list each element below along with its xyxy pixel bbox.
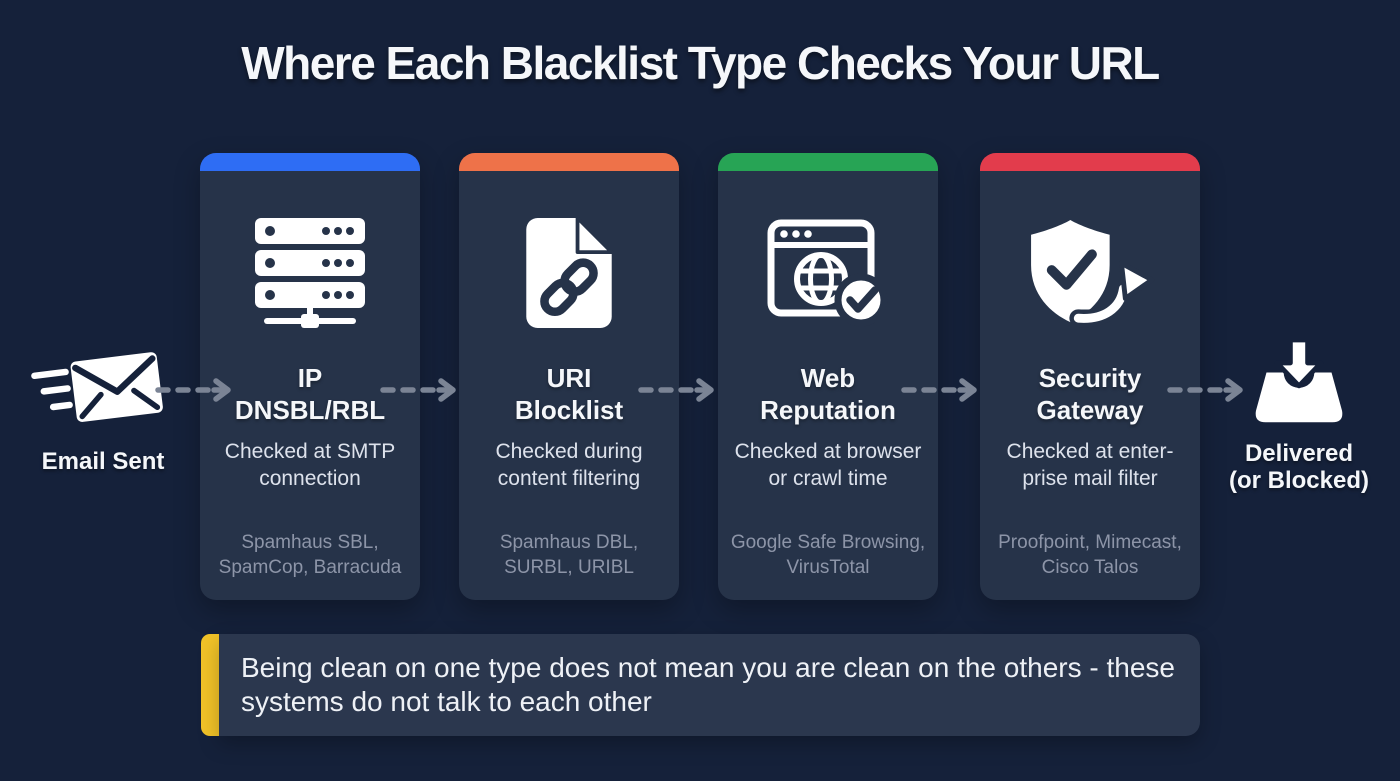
flow-arrow <box>155 378 231 402</box>
card-title-line2: Blocklist <box>514 394 624 425</box>
card-title-line2: Reputation <box>760 394 896 425</box>
card-subtitle: Checked during content filtering <box>495 440 643 491</box>
card-title-line1: URI <box>546 363 592 393</box>
card-title-line1: IP <box>297 363 323 393</box>
card-accent-bar <box>200 153 420 171</box>
card-subtitle: Checked at enter­prise mail filter <box>1006 440 1174 491</box>
card-accent-bar <box>980 153 1200 171</box>
flow-arrow <box>901 378 977 402</box>
card-sources: Spamhaus SBL, SpamCop, Barracuda <box>218 532 402 578</box>
delivered-label: Delivered (or Blocked) <box>1228 440 1370 495</box>
browser-globe-check-icon <box>767 217 889 329</box>
card-title-line2: DNSBL/RBL <box>234 394 386 425</box>
card-security-gateway: Security Gateway Checked at enter­prise … <box>980 153 1200 600</box>
flow-arrow <box>1167 378 1243 402</box>
card-sources: Google Safe Browsing, VirusTotal <box>730 532 926 578</box>
shield-check-arrow-icon <box>1022 217 1158 329</box>
email-sent-label: Email Sent <box>41 448 165 475</box>
card-title: IP DNSBL/RBL <box>225 363 395 426</box>
card-uri-blocklist: URI Blocklist Checked during content fil… <box>459 153 679 600</box>
card-title-line2: Gateway <box>1036 394 1144 425</box>
card-accent-bar <box>459 153 679 171</box>
delivered-label-line1: Delivered <box>1244 440 1354 467</box>
note-panel: Being clean on one type does not mean yo… <box>219 634 1200 736</box>
note-accent-bar <box>201 634 219 736</box>
card-ip-dnsbl-rbl: IP DNSBL/RBL Checked at SMTP connection … <box>200 153 420 600</box>
flow-arrow <box>638 378 714 402</box>
card-sources: Proofpoint, Mimecast, Cisco Talos <box>998 532 1182 578</box>
card-subtitle: Checked at browser or crawl time <box>734 440 922 491</box>
note-text: Being clean on one type does not mean yo… <box>241 651 1175 717</box>
card-accent-bar <box>718 153 938 171</box>
card-title: Web Reputation <box>750 363 906 426</box>
card-subtitle: Checked at SMTP connection <box>224 440 396 491</box>
card-title: URI Blocklist <box>505 363 633 426</box>
card-sources: Spamhaus DBL, SURBL, URIBL <box>499 532 639 578</box>
flow-arrow <box>380 378 456 402</box>
delivered-label-line2: (or Blocked) <box>1228 466 1369 494</box>
document-link-icon <box>522 217 616 329</box>
endpoint-delivered: Delivered (or Blocked) <box>1228 337 1370 495</box>
inbox-delivered-icon <box>1255 337 1343 423</box>
card-title-line1: Web <box>800 363 856 393</box>
endpoint-email-sent: Email Sent <box>18 340 188 476</box>
card-web-reputation: Web Reputation Checked at browser or cra… <box>718 153 938 600</box>
server-stack-icon <box>252 217 368 329</box>
email-sent-icon <box>31 352 163 422</box>
card-title: Security Gateway <box>1027 363 1154 426</box>
card-title-line1: Security <box>1038 363 1142 393</box>
page-title: Where Each Blacklist Type Checks Your UR… <box>241 37 1160 89</box>
